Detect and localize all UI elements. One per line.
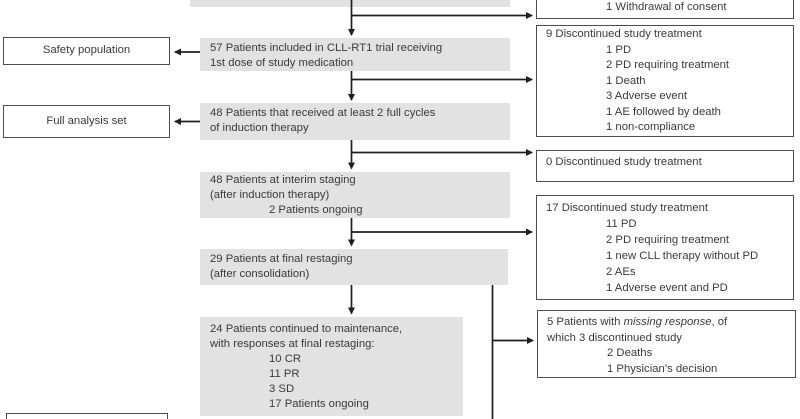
safety-population-box: Safety population	[3, 37, 170, 65]
box-48-cycles-line: 48 Patients that received at least 2 ful…	[210, 107, 436, 119]
discontinued-9-line: 1 PD	[606, 43, 632, 56]
discontinued-9-line: 3 Adverse event	[606, 90, 688, 102]
missing-response-box: 5 Patients with missing response, of whi…	[537, 310, 796, 378]
discontinued-17-box: 17 Discontinued study treatment 11 PD 2 …	[536, 195, 794, 300]
discontinued-9-line: 1 AE followed by death	[606, 105, 721, 118]
missing-response-line: 2 Deaths	[607, 347, 653, 359]
box-24-line: 10 CR	[269, 353, 302, 365]
box-24-line: 11 PR	[269, 368, 300, 380]
box-29-line: (after consolidation)	[210, 268, 310, 280]
box-48-interim-line: 2 Patients ongoing	[269, 204, 363, 216]
discontinued-17-line: 17 Discontinued study treatment	[546, 202, 709, 214]
missing-response-line: 5 Patients with missing response, of	[547, 315, 786, 331]
box-29-final-restaging: 29 Patients at final restaging (after co…	[200, 249, 508, 285]
discontinued-17-line: 1 Adverse event and PD	[606, 282, 728, 294]
discontinued-9-line: 1 Death	[606, 74, 646, 87]
box-48-interim-staging: 48 Patients at interim staging (after in…	[200, 172, 510, 218]
discontinued-9-line: 2 PD requiring treatment	[606, 59, 730, 71]
box-29-line: 29 Patients at final restaging	[210, 253, 353, 265]
box-24-line: 3 SD	[269, 383, 295, 395]
box-48-cycles-line: of induction therapy	[210, 122, 309, 134]
box-24-maintenance: 24 Patients continued to maintenance, wi…	[200, 317, 463, 416]
missing-response-text: 5 Patients with	[547, 316, 624, 328]
full-analysis-set-label: Full analysis set	[46, 115, 127, 127]
missing-response-line: 1 Physician’s decision	[607, 362, 718, 375]
box-57-included: 57 Patients included in CLL-RT1 trial re…	[200, 38, 510, 71]
safety-population-label: Safety population	[42, 44, 131, 56]
box-57-line: 1st dose of study medication	[210, 57, 354, 69]
discontinued-17-line: 1 new CLL therapy without PD	[606, 250, 759, 262]
discontinued-17-line: 2 AEs	[606, 266, 636, 278]
top-box-partial	[190, 0, 510, 7]
missing-response-line: which 3 discontinued study	[547, 331, 683, 344]
box-48-cycles: 48 Patients that received at least 2 ful…	[200, 103, 510, 140]
discontinued-0-line: 0 Discontinued study treatment	[546, 156, 702, 168]
missing-response-italic: missing response	[623, 316, 712, 328]
box-48-interim-line: (after induction therapy)	[210, 189, 330, 201]
discontinued-9-box: 9 Discontinued study treatment 1 PD 2 PD…	[536, 25, 794, 137]
box-24-line: 24 Patients continued to maintenance,	[210, 323, 403, 335]
withdrawal-box-partial: 1 Withdrawal of consent	[536, 0, 794, 19]
discontinued-0-box: 0 Discontinued study treatment	[536, 150, 794, 182]
discontinued-9-line: 9 Discontinued study treatment	[546, 28, 702, 40]
bottom-label-box-partial	[6, 413, 168, 419]
discontinued-17-line: 11 PD	[606, 218, 637, 230]
box-48-interim-line: 48 Patients at interim staging	[210, 174, 356, 186]
discontinued-9-line: 1 non-compliance	[606, 121, 696, 133]
withdrawal-line: 1 Withdrawal of consent	[606, 1, 727, 13]
full-analysis-set-box: Full analysis set	[3, 105, 170, 138]
discontinued-17-line: 2 PD requiring treatment	[606, 234, 730, 246]
box-57-line: 57 Patients included in CLL-RT1 trial re…	[210, 42, 443, 54]
box-24-line: 17 Patients ongoing	[269, 398, 369, 410]
missing-response-text: , of	[711, 316, 728, 328]
box-24-line: with responses at final restaging:	[210, 338, 375, 350]
